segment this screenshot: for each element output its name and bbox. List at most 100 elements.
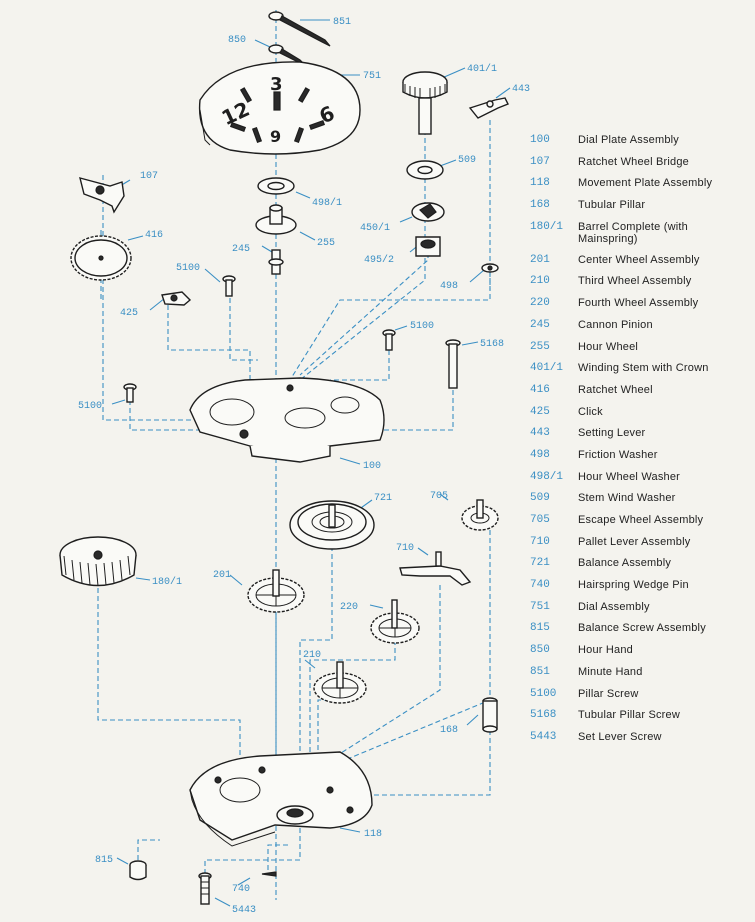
callout-740: 740 (232, 884, 250, 895)
legend-part-number: 705 (530, 514, 550, 526)
dial-numeral-3: 3 (270, 74, 283, 95)
callout-leaders (111, 19, 511, 907)
legend-row: 401/1 Winding Stem with Crown (530, 362, 752, 384)
callout-5443: 5443 (232, 905, 256, 916)
legend-part-description: Third Wheel Assembly (578, 275, 692, 288)
legend-part-description: Ratchet Wheel Bridge (578, 155, 689, 168)
friction-washer (481, 263, 499, 273)
legend-part-description: Pallet Lever Assembly (578, 535, 691, 548)
legend-part-number: 509 (530, 492, 550, 505)
callout-721: 721 (374, 493, 392, 504)
legend-part-number: 425 (530, 405, 550, 418)
legend-part-description: Setting Lever (578, 427, 646, 440)
hairspring-wedge-pin (261, 871, 277, 877)
callout-100: 100 (363, 461, 381, 472)
callout-245: 245 (232, 244, 250, 255)
legend-part-description: Hairspring Wedge Pin (578, 579, 689, 592)
click (161, 291, 192, 306)
winding-pinion (415, 236, 441, 257)
legend-part-number: 5100 (530, 687, 557, 700)
callout-107: 107 (140, 171, 158, 182)
legend-part-description: Tubular Pillar Screw (578, 709, 681, 722)
dial-plate-assembly (189, 377, 385, 463)
minute-hand (268, 11, 331, 47)
legend-row: 740 Hairspring Wedge Pin (530, 579, 752, 601)
legend-part-number: 201 (530, 253, 550, 266)
legend-part-number: 815 (530, 622, 550, 635)
legend-part-number: 710 (530, 535, 550, 548)
legend-part-description: Escape Wheel Assembly (578, 514, 704, 526)
legend-part-number: 107 (530, 155, 550, 168)
legend-part-description: Dial Plate Assembly (578, 134, 680, 146)
callout-498: 498 (440, 281, 458, 292)
legend-part-number: 740 (530, 579, 550, 592)
legend-row: 201 Center Wheel Assembly (530, 254, 752, 276)
legend-part-description: Tubular Pillar (578, 199, 646, 212)
legend-part-number: 210 (530, 275, 550, 288)
legend-part-number: 498/1 (530, 470, 564, 483)
legend-part-description: Hour Wheel Washer (578, 470, 681, 483)
legend-part-number: 443 (530, 427, 550, 440)
legend-part-description: Winding Stem with Crown (578, 362, 709, 375)
callout-168: 168 (440, 725, 458, 736)
legend-part-description: Friction Washer (578, 448, 658, 461)
balance-screw (129, 860, 147, 881)
pallet-lever (399, 551, 472, 586)
legend-part-description: Click (578, 405, 603, 418)
legend-part-description: Hour Hand (578, 644, 633, 657)
legend-part-number: 401/1 (530, 362, 564, 375)
callout-850: 850 (228, 35, 246, 46)
legend-row: 815 Balance Screw Assembly (530, 622, 752, 644)
legend-part-number: 220 (530, 297, 550, 310)
callout-495-2: 495/2 (364, 254, 394, 266)
legend-row: 851 Minute Hand (530, 666, 752, 688)
callout-220: 220 (340, 602, 358, 613)
legend-part-description: Cannon Pinion (578, 318, 653, 331)
tubular-pillar (482, 697, 498, 733)
set-lever-screw (198, 872, 212, 905)
callout-210: 210 (303, 650, 321, 661)
callout-5100-c: 5100 (78, 401, 102, 412)
callout-201: 201 (213, 570, 231, 581)
legend-part-description: Minute Hand (578, 665, 643, 678)
legend-part-description: Balance Screw Assembly (578, 622, 706, 635)
movement-plate-assembly (189, 751, 373, 847)
legend-row: 710 Pallet Lever Assembly (530, 536, 752, 558)
legend-row: 443 Setting Lever (530, 427, 752, 449)
callout-425: 425 (120, 308, 138, 319)
legend-row: 705 Escape Wheel Assembly (530, 514, 752, 536)
legend-row: 498/1 Hour Wheel Washer (530, 471, 752, 493)
legend-row: 210 Third Wheel Assembly (530, 275, 752, 297)
legend-part-description: Center Wheel Assembly (578, 253, 700, 266)
pillar-screw-b (382, 329, 396, 351)
legend-part-number: 751 (530, 600, 550, 613)
pillar-screw-a (222, 275, 236, 297)
legend-part-number: 255 (530, 340, 550, 353)
setting-lever (468, 97, 509, 119)
ratchet-wheel (70, 235, 132, 281)
legend-part-description: Movement Plate Assembly (578, 177, 713, 190)
callout-118: 118 (364, 829, 382, 840)
callout-815: 815 (95, 855, 113, 866)
callout-401-1: 401/1 (467, 63, 497, 75)
dial-numeral-9: 9 (270, 127, 281, 146)
callout-labels: 851 850 751 401/1 443 509 498/1 450/1 10… (78, 17, 530, 916)
third-wheel (313, 661, 367, 704)
cannon-pinion (268, 249, 284, 275)
callout-416: 416 (145, 230, 163, 241)
legend-part-description: Ratchet Wheel (578, 383, 653, 396)
legend-part-number: 851 (530, 665, 550, 678)
callout-751: 751 (363, 71, 381, 82)
escape-wheel (461, 499, 499, 531)
legend-part-description: Set Lever Screw (578, 730, 662, 743)
